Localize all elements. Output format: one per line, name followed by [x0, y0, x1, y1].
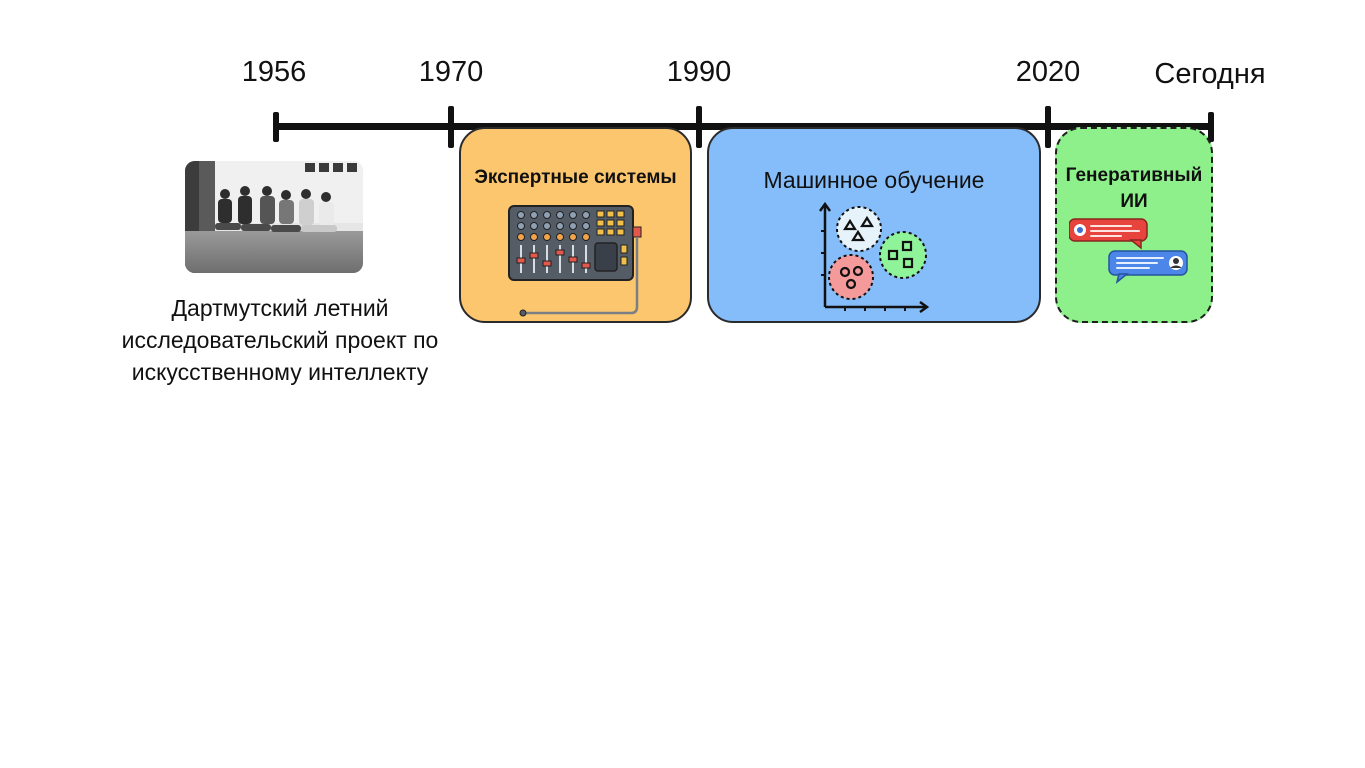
cluster-plot-icon [818, 201, 930, 314]
group-photo-icon [185, 161, 363, 273]
tick-1956 [273, 112, 279, 142]
year-label-1970: 1970 [418, 56, 484, 88]
year-label-1956: 1956 [241, 56, 307, 88]
era-expert-systems: Экспертные системы [459, 127, 692, 323]
era-machine-learning-title: Машинное обучение [763, 167, 985, 193]
tick-2020 [1045, 106, 1051, 148]
dartmouth-caption: Дартмутский летний исследовательский про… [121, 295, 439, 385]
era-generative-ai-title-line2: ИИ [1120, 191, 1148, 212]
timeline-axis [276, 123, 1212, 130]
year-label-2020: 2020 [1015, 56, 1081, 88]
year-label-1990: 1990 [666, 56, 732, 88]
tick-1970 [448, 106, 454, 148]
year-label-today: Сегодня [1154, 58, 1266, 90]
tick-today [1208, 112, 1214, 142]
chat-bubbles-icon [1069, 218, 1188, 284]
era-generative-ai-title: Генеративный ИИ [1057, 163, 1211, 215]
dartmouth-group-photo [185, 161, 363, 273]
era-machine-learning: Машинное обучение [707, 127, 1041, 323]
tick-1990 [696, 106, 702, 148]
era-generative-ai-title-line1: Генеративный [1065, 165, 1203, 186]
control-panel-icon [508, 205, 642, 317]
era-expert-systems-title: Экспертные системы [474, 167, 677, 188]
era-generative-ai: Генеративный ИИ [1055, 127, 1213, 323]
